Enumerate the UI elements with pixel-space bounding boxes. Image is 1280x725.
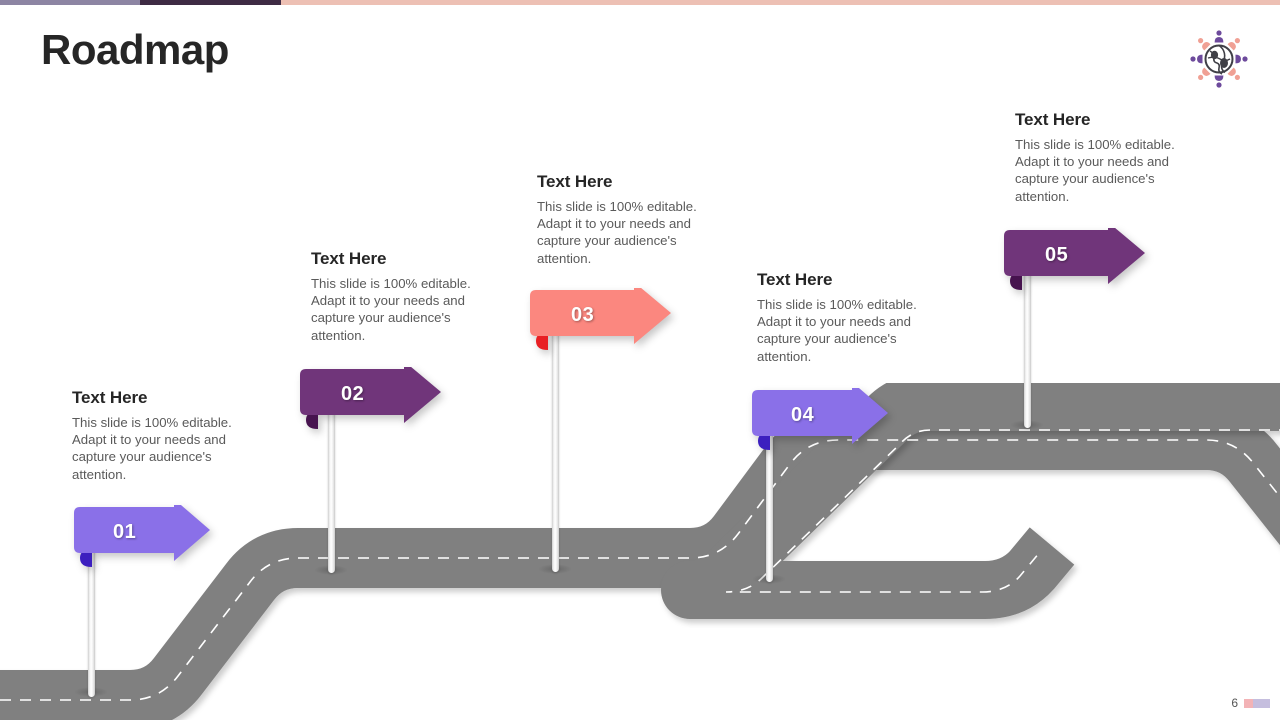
milestone-05-body: This slide is 100% editable. Adapt it to…: [1015, 137, 1175, 204]
milestone-03[interactable]: Text Here This slide is 100% editable. A…: [537, 172, 697, 267]
logo-person-top: [1214, 30, 1224, 43]
logo-person-right: [1235, 54, 1248, 64]
top-accent-bar: [0, 0, 1280, 5]
page-number-chip: [1244, 698, 1270, 708]
flag-03-shape: [530, 288, 671, 344]
milestone-01-title: Text Here: [72, 388, 148, 407]
flag-03-pole: [552, 322, 559, 572]
accent-segment-dark-purple: [140, 0, 281, 5]
logo-person-left: [1190, 54, 1203, 64]
logo-person-top-right: [1227, 38, 1240, 51]
flag-05-shape: [1004, 228, 1145, 284]
flag-01-shape: [74, 505, 210, 561]
logo-person-top-left: [1198, 38, 1211, 51]
flag-05-pole: [1024, 262, 1031, 428]
flag-05-banner[interactable]: [1000, 228, 1150, 292]
milestone-04[interactable]: Text Here This slide is 100% editable. A…: [757, 270, 917, 365]
logo-person-bottom-right: [1227, 67, 1240, 80]
milestone-02-title: Text Here: [311, 249, 387, 268]
milestone-05-title: Text Here: [1015, 110, 1091, 129]
milestone-01[interactable]: Text Here This slide is 100% editable. A…: [72, 388, 232, 483]
flag-04-banner[interactable]: [746, 388, 890, 452]
milestone-03-body: This slide is 100% editable. Adapt it to…: [537, 199, 697, 266]
milestone-02[interactable]: Text Here This slide is 100% editable. A…: [311, 249, 471, 344]
milestone-02-body: This slide is 100% editable. Adapt it to…: [311, 276, 471, 343]
globe-people-logo-svg: [1190, 30, 1248, 88]
milestone-04-body: This slide is 100% editable. Adapt it to…: [757, 297, 917, 364]
page-title: Roadmap: [41, 26, 229, 73]
page-number-group: 6: [1231, 696, 1270, 710]
flag-03-banner[interactable]: [526, 288, 676, 352]
flag-02-banner[interactable]: [296, 367, 446, 431]
milestone-01-body: This slide is 100% editable. Adapt it to…: [72, 415, 232, 482]
globe-people-logo: [1186, 28, 1252, 90]
milestone-03-title: Text Here: [537, 172, 613, 191]
accent-segment-salmon: [281, 0, 1280, 5]
accent-segment-light-purple: [0, 0, 140, 5]
flag-01-banner[interactable]: [68, 505, 212, 569]
milestone-04-title: Text Here: [757, 270, 833, 289]
milestone-05[interactable]: Text Here This slide is 100% editable. A…: [1015, 110, 1175, 205]
logo-person-bottom-left: [1198, 67, 1211, 80]
flag-03-fold: [536, 332, 548, 350]
flag-02-shape: [300, 367, 441, 423]
flag-04-shape: [752, 388, 888, 444]
page-number: 6: [1231, 696, 1238, 710]
logo-person-bottom: [1214, 75, 1224, 88]
flag-05-fold: [1010, 272, 1022, 290]
road-center-line-hook: [725, 429, 1280, 593]
